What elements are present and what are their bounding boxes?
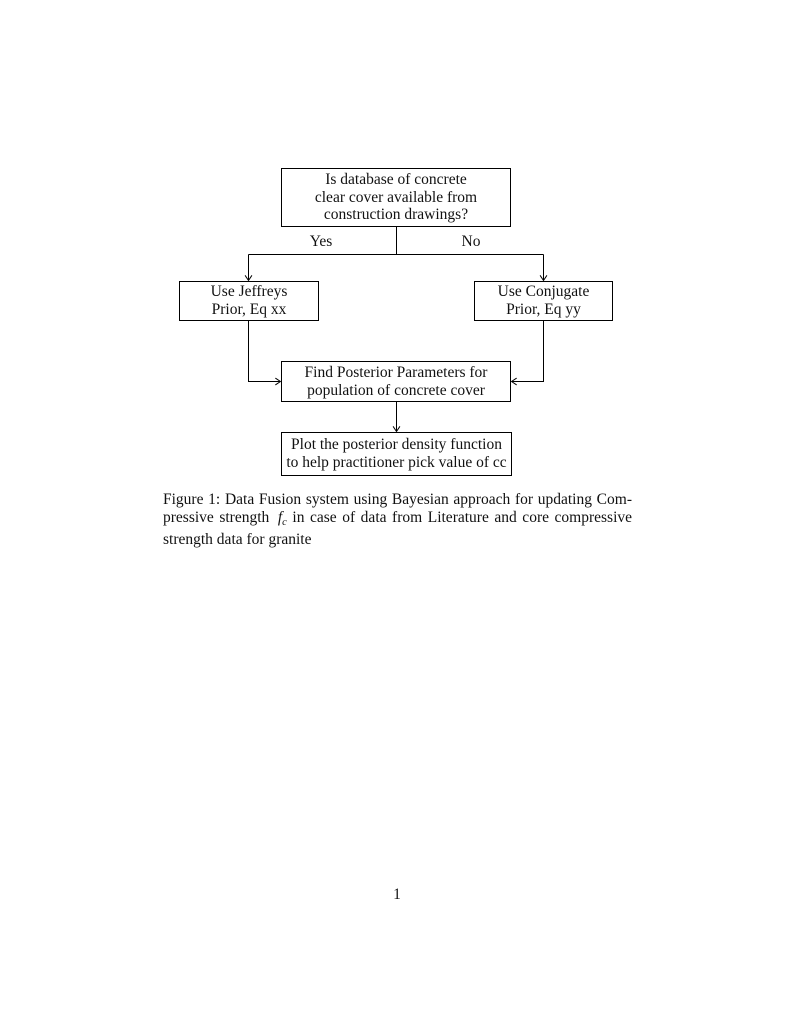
figure-caption: Figure 1: Data Fusion system using Bayes… <box>163 491 632 549</box>
figure-caption-line1: Figure 1: Data Fusion system using Bayes… <box>163 491 632 508</box>
node-decision: Is database of concrete clear cover avai… <box>281 168 511 227</box>
edge-label-no: No <box>461 233 481 250</box>
node-conjugate-line1: Use Conjugate <box>497 283 590 301</box>
arrowhead-yes-down <box>244 275 253 281</box>
node-posterior-parameters: Find Posterior Parameters for population… <box>281 361 511 402</box>
figure-caption-line3: strength data for granite <box>163 531 312 549</box>
node-decision-line1: Is database of concrete <box>325 171 467 189</box>
node-jeffreys-line1: Use Jeffreys <box>210 283 288 301</box>
node-decision-line3: construction drawings? <box>323 206 469 224</box>
node-jeffreys-line2: Prior, Eq xx <box>211 301 287 318</box>
node-plot-line2: to help practitioner pick value of cc <box>286 454 507 471</box>
math-fc-subscript: c <box>282 516 287 528</box>
page-number: 1 <box>393 886 401 903</box>
edge-label-yes: Yes <box>309 233 333 250</box>
node-jeffreys-prior: Use Jeffreys Prior, Eq xx <box>179 281 319 321</box>
arrowhead-posterior-right <box>511 377 517 386</box>
node-plot-density: Plot the posterior density function to h… <box>281 432 512 476</box>
math-fc-base: f <box>277 508 283 526</box>
node-conjugate-line2: Prior, Eq yy <box>506 301 581 318</box>
figure-caption-line2-pre: pressive strength <box>163 508 270 526</box>
arrowhead-posterior-left <box>275 377 281 386</box>
node-conjugate-prior: Use Conjugate Prior, Eq yy <box>474 281 613 321</box>
arrowhead-plot-down <box>392 426 401 432</box>
arrowhead-no-down <box>539 275 548 281</box>
node-posterior-line2: population of concrete cover <box>307 381 485 399</box>
node-posterior-line1: Find Posterior Parameters for <box>304 363 488 381</box>
edge-conjugate-to-posterior <box>511 321 544 382</box>
math-fc-symbol: fc <box>277 508 287 528</box>
node-decision-line2: clear cover available from <box>314 188 478 206</box>
edge-jeffreys-to-posterior <box>248 321 281 382</box>
figure-caption-line2: pressive strength fc in case of data fro… <box>163 509 632 532</box>
figure-caption-line2-post: in case of data from Literature and core… <box>292 508 633 526</box>
node-plot-line1: Plot the posterior density function <box>291 436 502 454</box>
